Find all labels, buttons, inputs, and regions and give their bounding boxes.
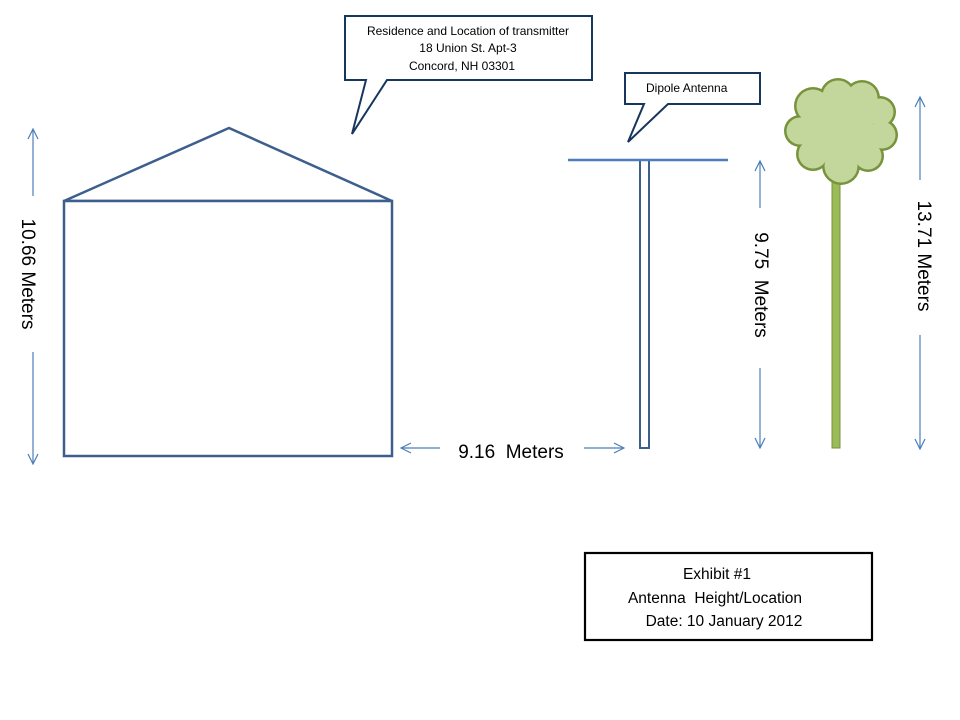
dipole-antenna [568, 158, 728, 449]
antenna-height-label: 9.75 Meters [750, 232, 771, 338]
tree-height-dimension: 13.71 Meters [913, 97, 934, 449]
house-body [62, 199, 394, 458]
antenna-height-dimension: 9.75 Meters [750, 161, 771, 448]
house-height-dimension: 10.66 Meters [17, 129, 38, 464]
exhibit-subtitle: Antenna Height/Location [628, 590, 802, 607]
antenna-callout-label: Dipole Antenna [646, 81, 728, 95]
house [62, 126, 394, 458]
distance-dimension: 9.16 Meters [401, 442, 624, 463]
house-roof [63, 126, 393, 203]
house-height-label: 10.66 Meters [17, 219, 38, 330]
distance-label: 9.16 Meters [458, 442, 564, 463]
residence-callout: Residence and Location of transmitter 18… [344, 15, 593, 135]
tree [784, 78, 898, 449]
antenna-callout: Dipole Antenna [624, 72, 761, 143]
residence-callout-line2: 18 Union St. Apt-3 [419, 41, 517, 55]
residence-callout-line1: Residence and Location of transmitter [367, 24, 569, 38]
exhibit-date: Date: 10 January 2012 [646, 613, 803, 630]
exhibit-border [583, 551, 874, 642]
exhibit-title: Exhibit #1 [683, 566, 751, 583]
tree-foliage [784, 78, 898, 185]
exhibit-box: Exhibit #1 Antenna Height/Location Date:… [583, 551, 874, 642]
antenna-mast [639, 159, 650, 449]
residence-callout-line3: Concord, NH 03301 [409, 59, 515, 73]
tree-trunk [831, 174, 841, 449]
tree-height-label: 13.71 Meters [913, 201, 934, 312]
